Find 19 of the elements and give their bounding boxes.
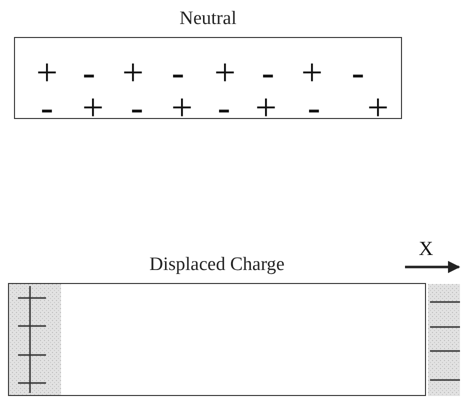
charge-sign: + xyxy=(255,89,277,127)
charge-sign: + xyxy=(367,89,389,127)
charge-sign: + xyxy=(301,54,323,92)
charge-sign: - xyxy=(218,89,230,127)
box-title: Neutral xyxy=(178,8,238,30)
charge-sign: + xyxy=(171,89,193,127)
axis-label: X xyxy=(418,239,434,259)
charge-sign: + xyxy=(122,54,144,92)
charge-sign: - xyxy=(262,54,274,92)
charge-sign: - xyxy=(352,54,364,92)
charge-sign: + xyxy=(214,54,236,92)
box-title: Displaced Charge xyxy=(148,254,286,276)
charge-sign: + xyxy=(36,54,58,92)
charge-sign: - xyxy=(82,54,96,92)
charge-sign: - xyxy=(130,89,144,127)
charge-sign: - xyxy=(40,89,54,127)
charge-sign: - xyxy=(172,54,184,92)
charge-sign: - xyxy=(308,89,320,127)
charge-sign: + xyxy=(82,89,104,127)
